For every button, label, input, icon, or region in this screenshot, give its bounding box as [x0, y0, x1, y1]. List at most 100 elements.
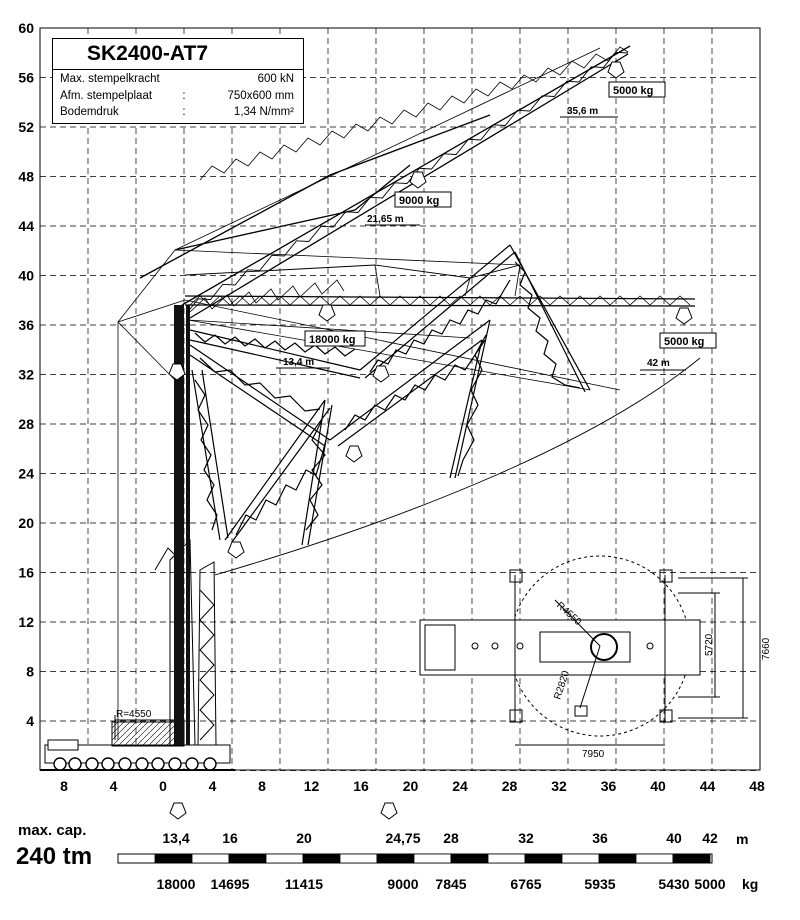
footprint-width-label: 5720	[704, 633, 715, 656]
x-tick-label: 4	[209, 778, 217, 794]
y-tick-label: 52	[18, 119, 34, 135]
y-tick-label: 36	[18, 317, 34, 333]
x-tick-label: 0	[159, 778, 167, 794]
scale-segments	[154, 853, 711, 864]
hook-icon	[169, 802, 187, 820]
y-tick-label: 28	[18, 416, 34, 432]
spec-row: Afm. stempelplaat : 750x600 mm	[60, 90, 300, 107]
hook-icon	[227, 541, 245, 559]
jib-upper-inclined	[139, 45, 631, 319]
crane-model-title: SK2400-AT7	[53, 39, 303, 70]
radius-unit-label: m	[736, 831, 749, 847]
max-moment-value: 240 tm	[16, 843, 93, 870]
jib-top-lattice	[185, 51, 629, 315]
spec-row: Bodemdruk : 1,34 N/mm²	[60, 106, 300, 123]
radius-arc	[214, 357, 701, 576]
spec-row: Max. stempelkracht 600 kN	[60, 73, 300, 90]
spec-value: 750x600 mm	[227, 90, 294, 102]
spec-label: Afm. stempelplaat	[60, 90, 153, 102]
scale-hook-icons	[169, 802, 398, 820]
load-label-boxes	[304, 81, 717, 349]
x-tick-label: 12	[304, 778, 320, 794]
capacity-load-label: 11415	[285, 876, 323, 892]
x-tick-label: 8	[60, 778, 68, 794]
hook-icon	[409, 171, 427, 189]
x-tick-label: 4	[110, 778, 118, 794]
jib-mid-config	[189, 244, 591, 393]
footprint-length-label: 7950	[582, 749, 605, 760]
scale-segment	[487, 853, 526, 864]
hook-icon	[318, 304, 336, 322]
capacity-radius-label: 13,4	[162, 830, 189, 846]
scale-segment	[154, 853, 193, 864]
scale-segment	[561, 853, 600, 864]
mid-radius-label: 21,65 m	[367, 214, 404, 225]
lower-mast-structure	[154, 538, 217, 746]
scale-segment	[413, 853, 452, 864]
truck-carrier	[44, 739, 231, 771]
x-tick-label: 44	[700, 778, 716, 794]
capacity-load-label: 5935	[584, 876, 615, 892]
capacity-radius-label: 32	[518, 830, 534, 846]
capacity-radius-label: 36	[592, 830, 608, 846]
spec-value: 1,34 N/mm²	[233, 106, 294, 118]
y-tick-label: 48	[18, 169, 34, 185]
capacity-radius-label: 28	[443, 830, 459, 846]
y-tick-label: 16	[18, 565, 34, 581]
capacity-radius-label: 16	[222, 830, 238, 846]
scale-segment	[302, 853, 341, 864]
x-tick-label: 24	[452, 778, 468, 794]
tip-load-label: 5000 kg	[613, 85, 653, 97]
horiz-heavy-radius-label: 13,4 m	[283, 357, 314, 368]
scale-segment	[191, 853, 230, 864]
scale-segment	[265, 853, 304, 864]
scale-segment	[598, 853, 637, 864]
max-cap-label: max. cap.	[18, 822, 87, 839]
scale-segment	[672, 853, 711, 864]
spec-box: SK2400-AT7 Max. stempelkracht 600 kN Afm…	[52, 38, 304, 124]
hook-icon	[372, 365, 390, 383]
jib-horizontal	[184, 264, 696, 307]
spec-separator	[178, 73, 190, 90]
scale-segment	[339, 853, 378, 864]
footprint-plan	[419, 555, 748, 746]
horiz-tip-load-label: 5000 kg	[664, 336, 704, 348]
capacity-load-label: 5430	[658, 876, 689, 892]
hook-icon	[607, 61, 625, 79]
scale-segment	[524, 853, 563, 864]
scale-segment	[450, 853, 489, 864]
x-tick-label: 28	[502, 778, 518, 794]
horiz-heavy-load-label: 18000 kg	[309, 334, 355, 346]
y-tick-label: 20	[18, 515, 34, 531]
capacity-load-label: 14695	[211, 876, 250, 892]
capacity-radius-label: 40	[666, 830, 682, 846]
horiz-tip-radius-label: 42 m	[647, 358, 670, 369]
capacity-load-label: 9000	[387, 876, 418, 892]
x-tick-label: 20	[403, 778, 419, 794]
tower-mast	[174, 305, 190, 745]
capacity-radius-label: 24,75	[385, 830, 420, 846]
y-tick-label: 8	[26, 664, 34, 680]
y-tick-label: 40	[18, 268, 34, 284]
truck-wheels	[53, 757, 217, 771]
capacity-radius-label: 20	[296, 830, 312, 846]
scale-segment	[376, 853, 415, 864]
y-tick-label: 56	[18, 70, 34, 86]
y-tick-label: 60	[18, 20, 34, 36]
x-tick-label: 36	[601, 778, 617, 794]
x-tick-label: 32	[551, 778, 567, 794]
spec-label: Max. stempelkracht	[60, 73, 160, 85]
scale-segment	[228, 853, 267, 864]
hook-icons	[168, 61, 693, 559]
capacity-load-label: 6765	[510, 876, 541, 892]
hook-icon	[675, 307, 693, 325]
capacity-load-label: 7845	[435, 876, 466, 892]
x-tick-label: 16	[353, 778, 369, 794]
x-tick-label: 48	[749, 778, 765, 794]
x-tick-label: 40	[650, 778, 666, 794]
y-tick-label: 4	[26, 713, 34, 729]
footprint-outrigger-label: 7660	[761, 637, 772, 660]
scale-segment	[635, 853, 674, 864]
